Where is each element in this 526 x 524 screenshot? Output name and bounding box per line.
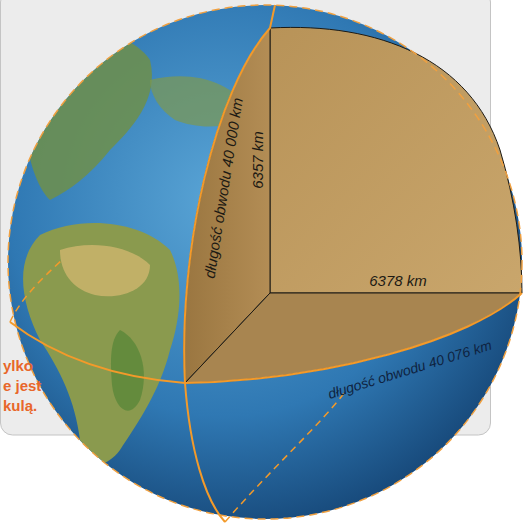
landmasses: [23, 30, 250, 464]
note-fragment: e jest: [3, 378, 41, 395]
equator-line: [10, 293, 522, 383]
meridian-hidden: [225, 392, 345, 522]
meridian-line: [184, 5, 275, 522]
cut-bottom-face: [185, 293, 522, 383]
globe-outline: [8, 5, 522, 519]
radius-equatorial: 6378 km: [369, 273, 427, 290]
note-fragment: kulą.: [3, 398, 37, 415]
equator-hidden: [10, 260, 62, 322]
radius-polar: 6357 km: [250, 131, 267, 189]
note-fragment: ylko: [3, 358, 33, 375]
globe: [8, 5, 522, 519]
cut-back-face: [270, 27, 522, 293]
